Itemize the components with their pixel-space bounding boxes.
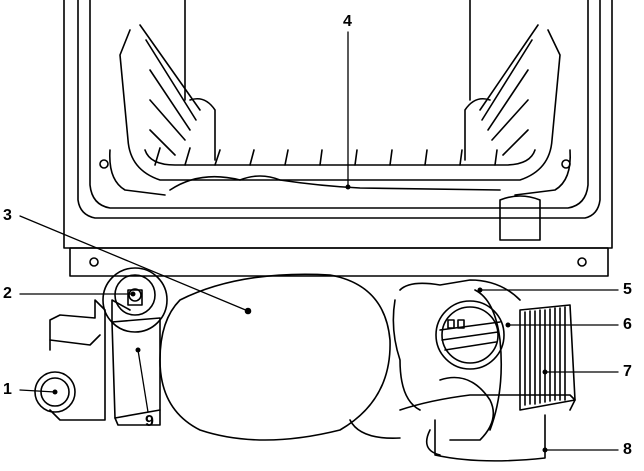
compressor [159, 273, 401, 441]
callout-8: 8 [623, 441, 632, 458]
callout-9: 9 [145, 413, 154, 430]
callout-4: 4 [343, 13, 352, 30]
overload-protector [102, 267, 168, 333]
callout-3: 3 [3, 207, 12, 224]
bracket [111, 299, 161, 426]
callout-5: 5 [623, 281, 632, 298]
relay-starter [34, 299, 106, 421]
leader-lines [19, 31, 619, 451]
condenser-assembly [392, 279, 576, 462]
cabinet [63, 0, 613, 277]
wire-basket [99, 24, 572, 241]
callout-7: 7 [623, 363, 632, 380]
leader-dots [52, 184, 548, 453]
callout-2: 2 [3, 285, 12, 302]
callout-1: 1 [3, 381, 12, 398]
callout-6: 6 [623, 316, 632, 333]
